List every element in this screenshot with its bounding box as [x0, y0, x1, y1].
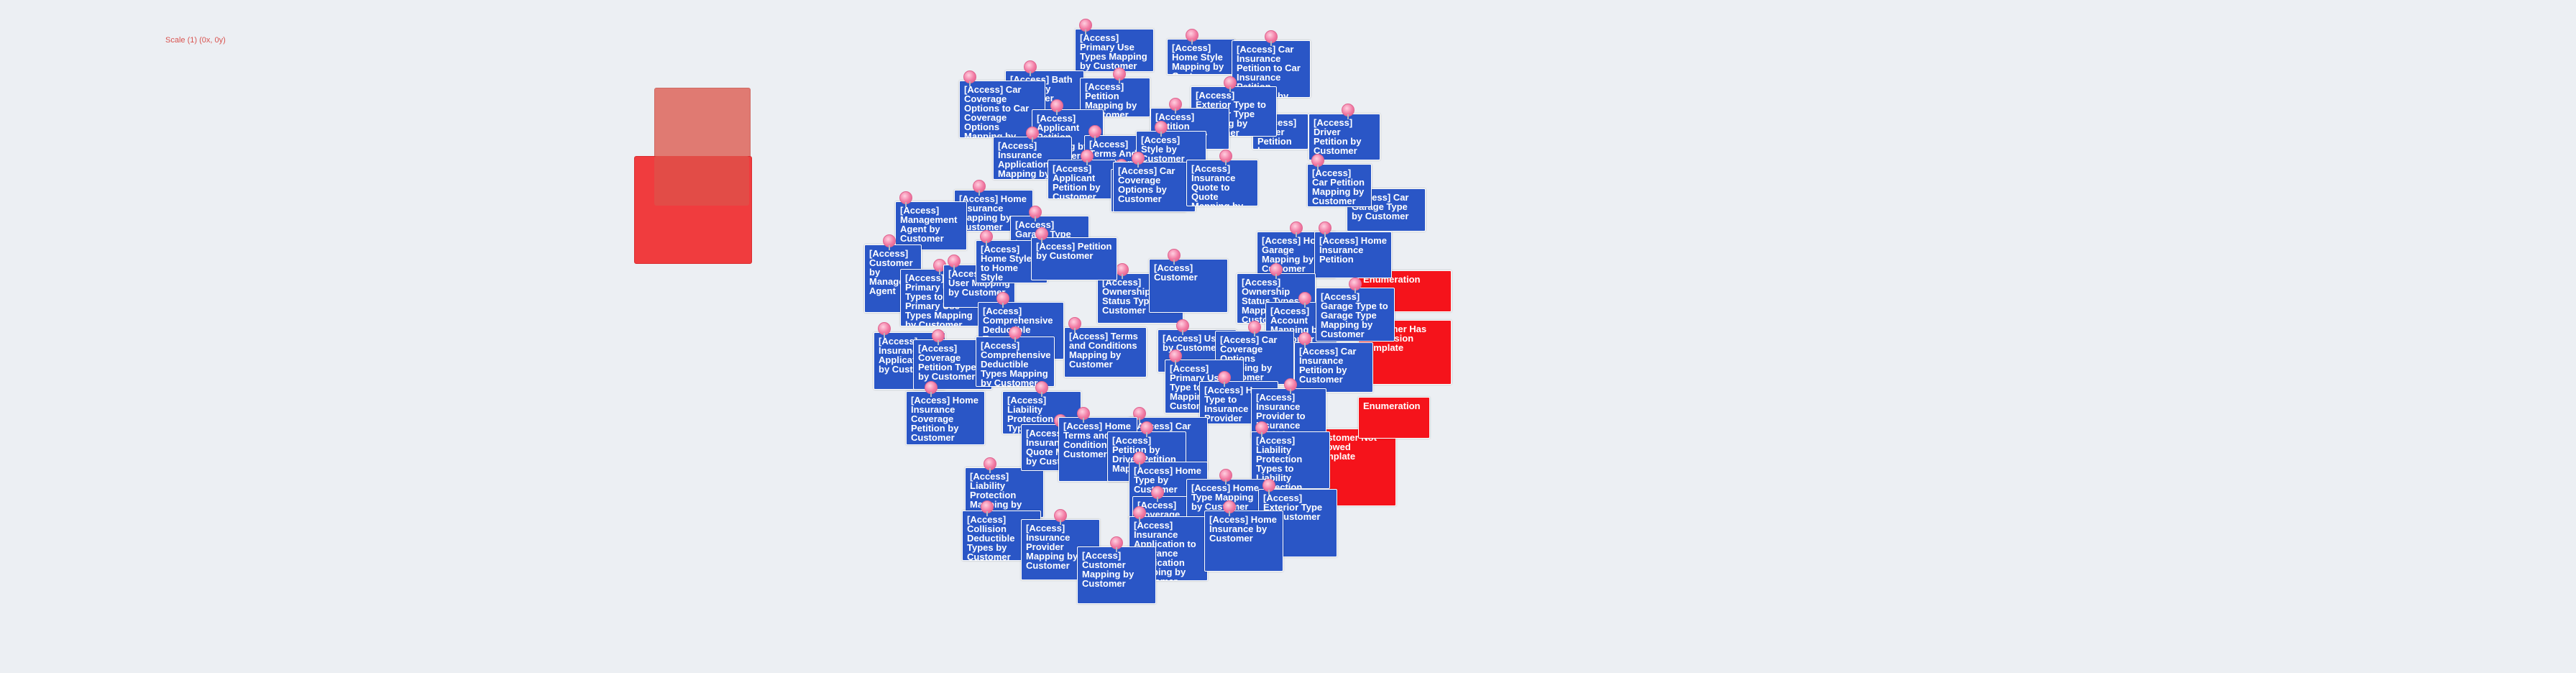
pin-icon — [932, 329, 945, 345]
pin-icon — [1079, 19, 1092, 35]
pin-icon — [1151, 486, 1164, 502]
pin-icon — [1168, 249, 1181, 265]
pin-icon — [1224, 76, 1237, 92]
pin-icon — [1169, 349, 1182, 365]
pin-icon — [981, 500, 994, 516]
pin-icon — [925, 381, 938, 397]
pin-icon — [1140, 421, 1153, 437]
pin-icon — [1155, 121, 1168, 137]
pin-icon — [1219, 150, 1232, 165]
diagram-node[interactable]: [Access] Insurance Application Mapping b… — [993, 137, 1072, 180]
scale-label: Scale (1) (0x, 0y) — [165, 36, 226, 45]
diagram-node[interactable]: [Access] Comprehensive Deductible Types … — [976, 336, 1055, 387]
diagram-node[interactable]: [Access] Car Coverage Options to Car Cov… — [959, 81, 1045, 138]
diagram-node[interactable]: [Access] Insurance Application to Insura… — [1129, 516, 1208, 581]
pin-icon — [1132, 152, 1145, 168]
diagram-node[interactable]: [Access] Customer by Management Agent — [864, 244, 922, 313]
pin-icon — [1290, 221, 1303, 237]
diagram-node[interactable]: [Access] Home Style Mapping by Customer — [1167, 39, 1235, 75]
diagram-node[interactable]: [Access] Home Insurance Petition — [1314, 232, 1392, 278]
pin-icon — [963, 70, 976, 86]
pin-icon — [1169, 98, 1182, 114]
pin-icon — [1186, 29, 1198, 45]
pin-icon — [1342, 104, 1355, 119]
diagram-node[interactable]: [Access] Primary Use Types Mapping by Cu… — [1075, 29, 1154, 72]
pin-icon — [984, 457, 996, 473]
diagram-node[interactable]: [Access] Petition by Customer — [1031, 237, 1117, 280]
pin-icon — [1133, 506, 1146, 522]
pin-icon — [1077, 407, 1090, 423]
pin-icon — [1029, 206, 1042, 221]
diagram-node[interactable]: [Access] Applicant Petition by Customer — [1048, 160, 1116, 199]
diagram-node[interactable]: [Access] Customer Mapping by Customer — [1077, 546, 1156, 604]
diagram-node[interactable]: [Access] Terms and Conditions Mapping by… — [1064, 327, 1147, 377]
pin-icon — [1088, 125, 1101, 141]
diagram-node[interactable]: [Access] Car Petition Mapping by Custome… — [1307, 164, 1372, 207]
pin-icon — [1270, 263, 1283, 279]
diagram-node[interactable]: [Access] Management Agent by Customer — [895, 201, 967, 250]
pin-icon — [1110, 536, 1123, 552]
pin-icon — [1298, 332, 1311, 348]
diagram-node[interactable]: [Access] Customer — [1149, 259, 1228, 313]
diagram-node-template[interactable]: Enumeration — [1358, 397, 1430, 439]
diagram-node[interactable]: [Access] Insurance Quote to Quote Mappin… — [1186, 160, 1258, 206]
pin-icon — [980, 230, 993, 246]
pin-icon — [878, 322, 891, 338]
pin-icon — [1311, 154, 1324, 170]
pin-icon — [1133, 452, 1146, 467]
pin-icon — [1026, 127, 1039, 142]
pin-icon — [973, 180, 986, 196]
pin-icon — [1176, 319, 1189, 335]
pin-icon — [996, 292, 1009, 308]
diagram-node[interactable]: [Access] Car Coverage Options by Custome… — [1113, 162, 1196, 212]
pin-icon — [899, 191, 912, 207]
pin-icon — [1116, 263, 1129, 279]
pin-icon — [1219, 469, 1232, 485]
pin-icon — [1248, 321, 1261, 336]
pin-icon — [1262, 479, 1275, 495]
pin-icon — [1050, 99, 1063, 115]
pin-icon — [1255, 421, 1268, 437]
pin-icon — [1133, 407, 1146, 423]
diagram-node[interactable]: [Access] Garage Type to Garage Type Mapp… — [1316, 288, 1395, 342]
background-block-overlap — [654, 156, 749, 206]
diagram-node[interactable]: [Access] Home Insurance Coverage Petitio… — [906, 391, 985, 445]
pin-icon — [1349, 278, 1362, 293]
pin-icon — [1298, 292, 1311, 308]
pin-icon — [1218, 371, 1231, 387]
pin-icon — [883, 234, 896, 250]
diagram-node[interactable]: [Access] Home Insurance by Customer — [1204, 511, 1283, 572]
pin-icon — [1113, 68, 1126, 83]
pin-icon — [1265, 30, 1278, 46]
pin-icon — [948, 255, 961, 270]
diagram-node[interactable]: [Access] Driver Petition by Customer — [1308, 114, 1380, 160]
diagram-node[interactable]: [Access] Exterior Type by Customer — [1258, 489, 1337, 557]
pin-icon — [1081, 150, 1094, 165]
diagram-node[interactable]: [Access] Car Insurance Petition by Custo… — [1294, 342, 1373, 393]
pin-icon — [1009, 326, 1022, 342]
pin-icon — [1035, 381, 1048, 397]
pin-icon — [1054, 509, 1067, 525]
pin-icon — [1035, 227, 1048, 243]
pin-icon — [1068, 317, 1081, 333]
pin-icon — [1024, 60, 1037, 76]
pin-icon — [1223, 500, 1236, 516]
pin-icon — [1284, 378, 1297, 394]
pin-icon — [1319, 221, 1331, 237]
